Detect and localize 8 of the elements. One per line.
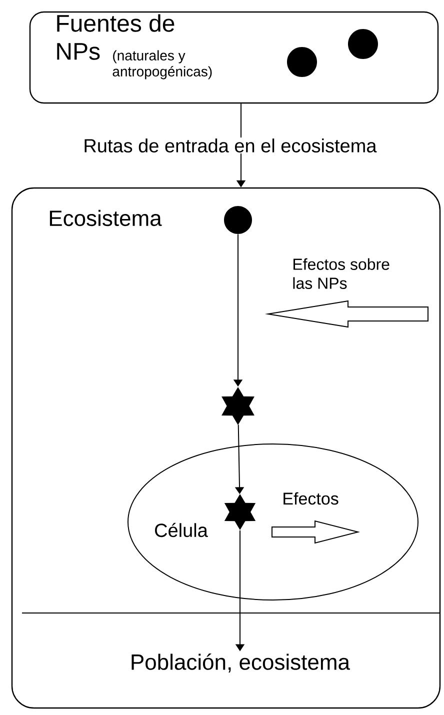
particle-dot [224, 206, 252, 234]
star-particle [222, 387, 254, 425]
note-text: Efectos sobre las NPs [293, 258, 390, 289]
text-label: Población, ecosistema [132, 654, 350, 672]
star-particle [224, 494, 256, 530]
note-text: Efectos [284, 492, 338, 505]
edge-label: Rutas de entrada en el ecosistema [82, 138, 378, 154]
rounded-box: Fuentes de NPs (naturales y antropogénicas) [29, 11, 439, 104]
